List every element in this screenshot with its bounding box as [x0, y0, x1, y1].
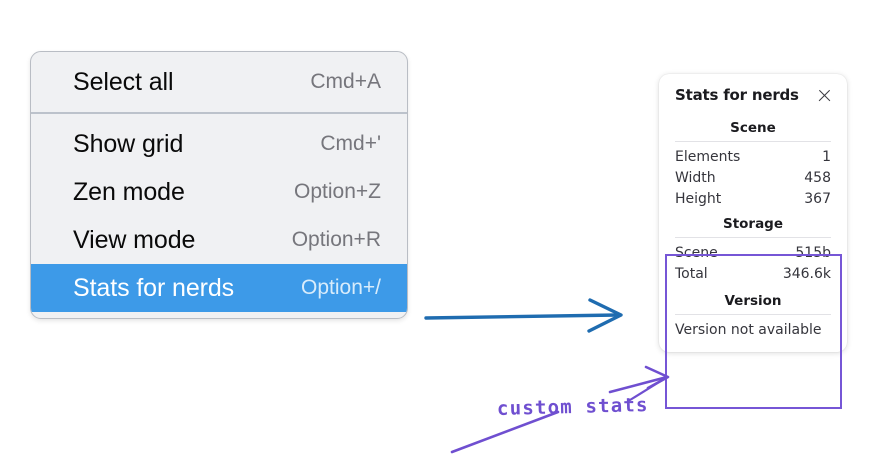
stat-label: Scene [675, 244, 718, 261]
stats-panel-body: Scene Elements 1 Width 458 Height 367 St… [659, 118, 847, 340]
menu-item-label: Zen mode [73, 177, 185, 206]
context-menu[interactable]: Select all Cmd+A Show grid Cmd+' Zen mod… [30, 51, 408, 319]
stat-value: 1 [822, 148, 831, 165]
stat-row-height: Height 367 [659, 188, 847, 209]
menu-item-label: View mode [73, 225, 196, 254]
menu-item-zen-mode[interactable]: Zen mode Option+Z [31, 168, 407, 216]
menu-item-shortcut: Option+/ [301, 276, 381, 299]
menu-item-select-all[interactable]: Select all Cmd+A [31, 58, 407, 106]
stat-value: 515b [795, 244, 831, 261]
blue-arrow-icon [424, 298, 623, 333]
close-icon[interactable] [816, 87, 833, 104]
section-divider [675, 314, 831, 315]
section-heading-version: Version [724, 293, 782, 309]
stats-panel-header: Stats for nerds [659, 86, 847, 104]
menu-group-1: Select all Cmd+A [31, 52, 407, 114]
stat-version-text: Version not available [675, 322, 822, 338]
stat-label: Height [675, 190, 722, 207]
stat-row-storage-scene: Scene 515b [659, 242, 847, 263]
stat-row-width: Width 458 [659, 167, 847, 188]
stats-for-nerds-panel[interactable]: Stats for nerds Scene Elements 1 Width 4… [659, 74, 847, 352]
section-heading-storage: Storage [722, 216, 784, 232]
menu-item-shortcut: Option+Z [294, 180, 381, 203]
stat-label: Width [675, 169, 716, 186]
stat-value: 458 [804, 169, 831, 186]
section-divider [675, 237, 831, 238]
annotation-label-custom-stats: custom stats [496, 394, 649, 420]
purple-arrow-icon [608, 365, 670, 402]
stat-row-storage-total: Total 346.6k [659, 263, 847, 284]
menu-item-label: Show grid [73, 129, 184, 158]
menu-item-shortcut: Cmd+' [320, 132, 381, 155]
menu-item-show-grid[interactable]: Show grid Cmd+' [31, 120, 407, 168]
menu-group-2: Show grid Cmd+' Zen mode Option+Z View m… [31, 114, 407, 318]
stat-label: Total [675, 265, 708, 282]
stats-panel-title: Stats for nerds [675, 86, 799, 104]
stat-value: 367 [804, 190, 831, 207]
section-divider [675, 141, 831, 142]
section-heading-scene: Scene [730, 120, 776, 136]
stat-label: Elements [675, 148, 741, 165]
menu-item-shortcut: Cmd+A [310, 70, 381, 93]
menu-item-stats-for-nerds[interactable]: Stats for nerds Option+/ [31, 264, 407, 312]
stat-row-elements: Elements 1 [659, 146, 847, 167]
stat-value: 346.6k [782, 265, 831, 282]
menu-item-label: Select all [73, 67, 174, 96]
menu-item-view-mode[interactable]: View mode Option+R [31, 216, 407, 264]
menu-item-label: Stats for nerds [73, 273, 235, 302]
purple-underline-stroke [450, 410, 560, 454]
menu-item-shortcut: Option+R [291, 228, 381, 251]
